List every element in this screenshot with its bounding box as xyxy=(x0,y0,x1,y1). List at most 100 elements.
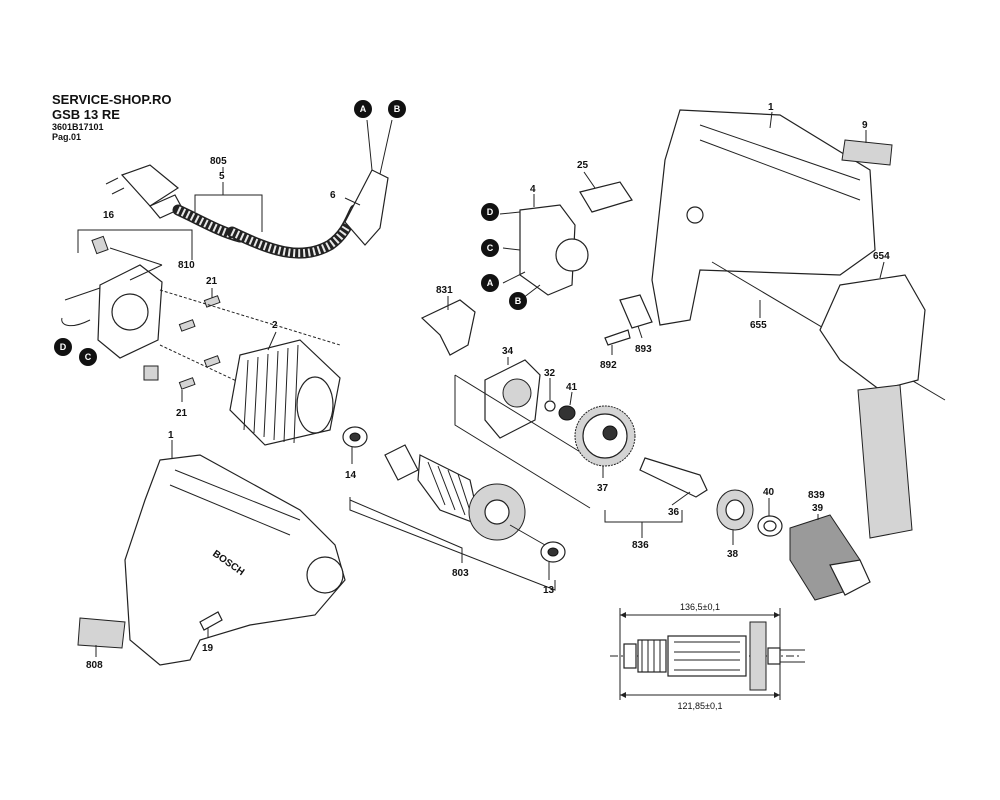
aux-handle-grip xyxy=(857,384,913,539)
armature-fan-side xyxy=(749,621,767,691)
part-number-2: 2 xyxy=(272,320,278,331)
callout-bracket-836 xyxy=(604,510,683,523)
part-number-34: 34 xyxy=(502,346,514,357)
part-number-893: 893 xyxy=(635,344,652,355)
switch-leader-lines xyxy=(499,211,541,299)
connector-d-switch-label: D xyxy=(487,207,494,217)
part-number-41: 41 xyxy=(566,382,578,393)
armature-fan-hub xyxy=(484,499,510,525)
carbon-brush-bottom xyxy=(143,365,159,381)
spindle-shaft xyxy=(639,457,708,498)
leader-5 xyxy=(194,182,263,232)
leader-25 xyxy=(583,171,596,189)
connector-d-brush xyxy=(54,338,72,356)
stator-laminations xyxy=(243,344,299,444)
screw-21b xyxy=(178,319,196,332)
armature xyxy=(349,444,556,591)
aux-handle-654 xyxy=(819,274,926,539)
callout-bracket-16 xyxy=(77,229,193,260)
part-number: 3601B17101 xyxy=(52,122,104,132)
part-number-1-bottom: 1 xyxy=(168,430,174,441)
leader-36 xyxy=(671,491,691,506)
part-number-655: 655 xyxy=(750,320,767,331)
bearing-38-bore xyxy=(725,499,745,521)
cord-segment-b xyxy=(226,204,361,259)
part-number-13: 13 xyxy=(543,585,555,596)
field-winding xyxy=(229,339,341,446)
housing-shell-left xyxy=(124,454,346,666)
part-number-38: 38 xyxy=(727,549,739,560)
washer-40-hole xyxy=(763,520,777,532)
part-number-9: 9 xyxy=(862,120,868,131)
part-numbers: 1 1 2 4 5 6 9 13 14 16 19 21 21 25 32 34… xyxy=(86,102,890,671)
leader-893 xyxy=(637,325,643,339)
connector-markers: A B D C A B D C xyxy=(54,100,527,366)
screw-21d xyxy=(178,377,196,390)
leader-lines xyxy=(95,111,885,657)
part-number-21-bottom: 21 xyxy=(176,408,188,419)
part-number-831: 831 xyxy=(436,285,453,296)
commutator-bars xyxy=(641,640,661,672)
housing-right-ribs xyxy=(699,124,861,201)
part-number-805: 805 xyxy=(210,156,227,167)
ball-32 xyxy=(544,400,556,412)
chuck-nose xyxy=(829,559,871,596)
gear-plate-34 xyxy=(454,359,591,509)
leader-21 xyxy=(181,288,213,402)
leader-6 xyxy=(344,197,361,206)
bearing-14-bore xyxy=(349,432,361,442)
connector-c-brush xyxy=(79,348,97,366)
housing-right xyxy=(651,109,876,326)
part-number-39: 39 xyxy=(812,503,824,514)
part-number-21-top: 21 xyxy=(206,276,218,287)
stator-bore xyxy=(296,376,334,434)
armature-end-left xyxy=(623,643,637,669)
armature-commutator xyxy=(384,444,419,481)
plug-pins xyxy=(105,177,125,195)
part-number-808: 808 xyxy=(86,660,103,671)
connector-a-top xyxy=(354,100,372,118)
armature-commutator-side xyxy=(637,639,667,673)
gear-plate-bearing xyxy=(502,378,532,408)
gear-37 xyxy=(574,405,636,467)
part-number-810: 810 xyxy=(178,260,195,271)
part-number-654: 654 xyxy=(873,251,890,262)
part-number-892: 892 xyxy=(600,360,617,371)
part-number-16: 16 xyxy=(103,210,115,221)
brush-plate-bore xyxy=(111,293,149,331)
connector-b-switch xyxy=(509,292,527,310)
armature-core-slots xyxy=(674,641,740,671)
armature-shaft xyxy=(509,524,546,546)
connector-c-switch-label: C xyxy=(487,243,494,253)
connector-d-brush-label: D xyxy=(60,342,67,352)
brush-wires xyxy=(61,287,101,327)
connector-b-switch-label: B xyxy=(515,296,522,306)
part-number-19: 19 xyxy=(202,643,214,654)
carbon-brush-top xyxy=(91,235,109,255)
armature-core xyxy=(417,454,481,526)
connector-a-switch-label: A xyxy=(487,278,494,288)
bearing-13-bore xyxy=(547,547,559,557)
bearing-38 xyxy=(716,489,754,531)
switch-dial xyxy=(555,238,589,272)
part-number-40: 40 xyxy=(763,487,775,498)
direction-lever-831 xyxy=(420,299,476,356)
leader-1-top xyxy=(769,111,773,129)
armature-core-side xyxy=(667,635,747,677)
part-number-5: 5 xyxy=(219,171,225,182)
spindle-836 xyxy=(604,457,708,523)
switch-assembly xyxy=(499,204,589,299)
part-number-32: 32 xyxy=(544,368,556,379)
screw-892 xyxy=(604,329,631,346)
power-cord xyxy=(105,119,393,259)
dimension-overall-label: 136,5±0,1 xyxy=(680,602,720,612)
part-number-25: 25 xyxy=(577,160,589,171)
part-number-6: 6 xyxy=(330,190,336,201)
armature-dimension-drawing: 136,5±0,1 121,85±0,1 xyxy=(610,602,805,711)
model-name: GSB 13 RE xyxy=(52,107,120,122)
gear-37-bore xyxy=(602,425,618,441)
part-number-839: 839 xyxy=(808,490,825,501)
housing-shell-right xyxy=(651,109,876,326)
leader-2 xyxy=(267,331,277,351)
